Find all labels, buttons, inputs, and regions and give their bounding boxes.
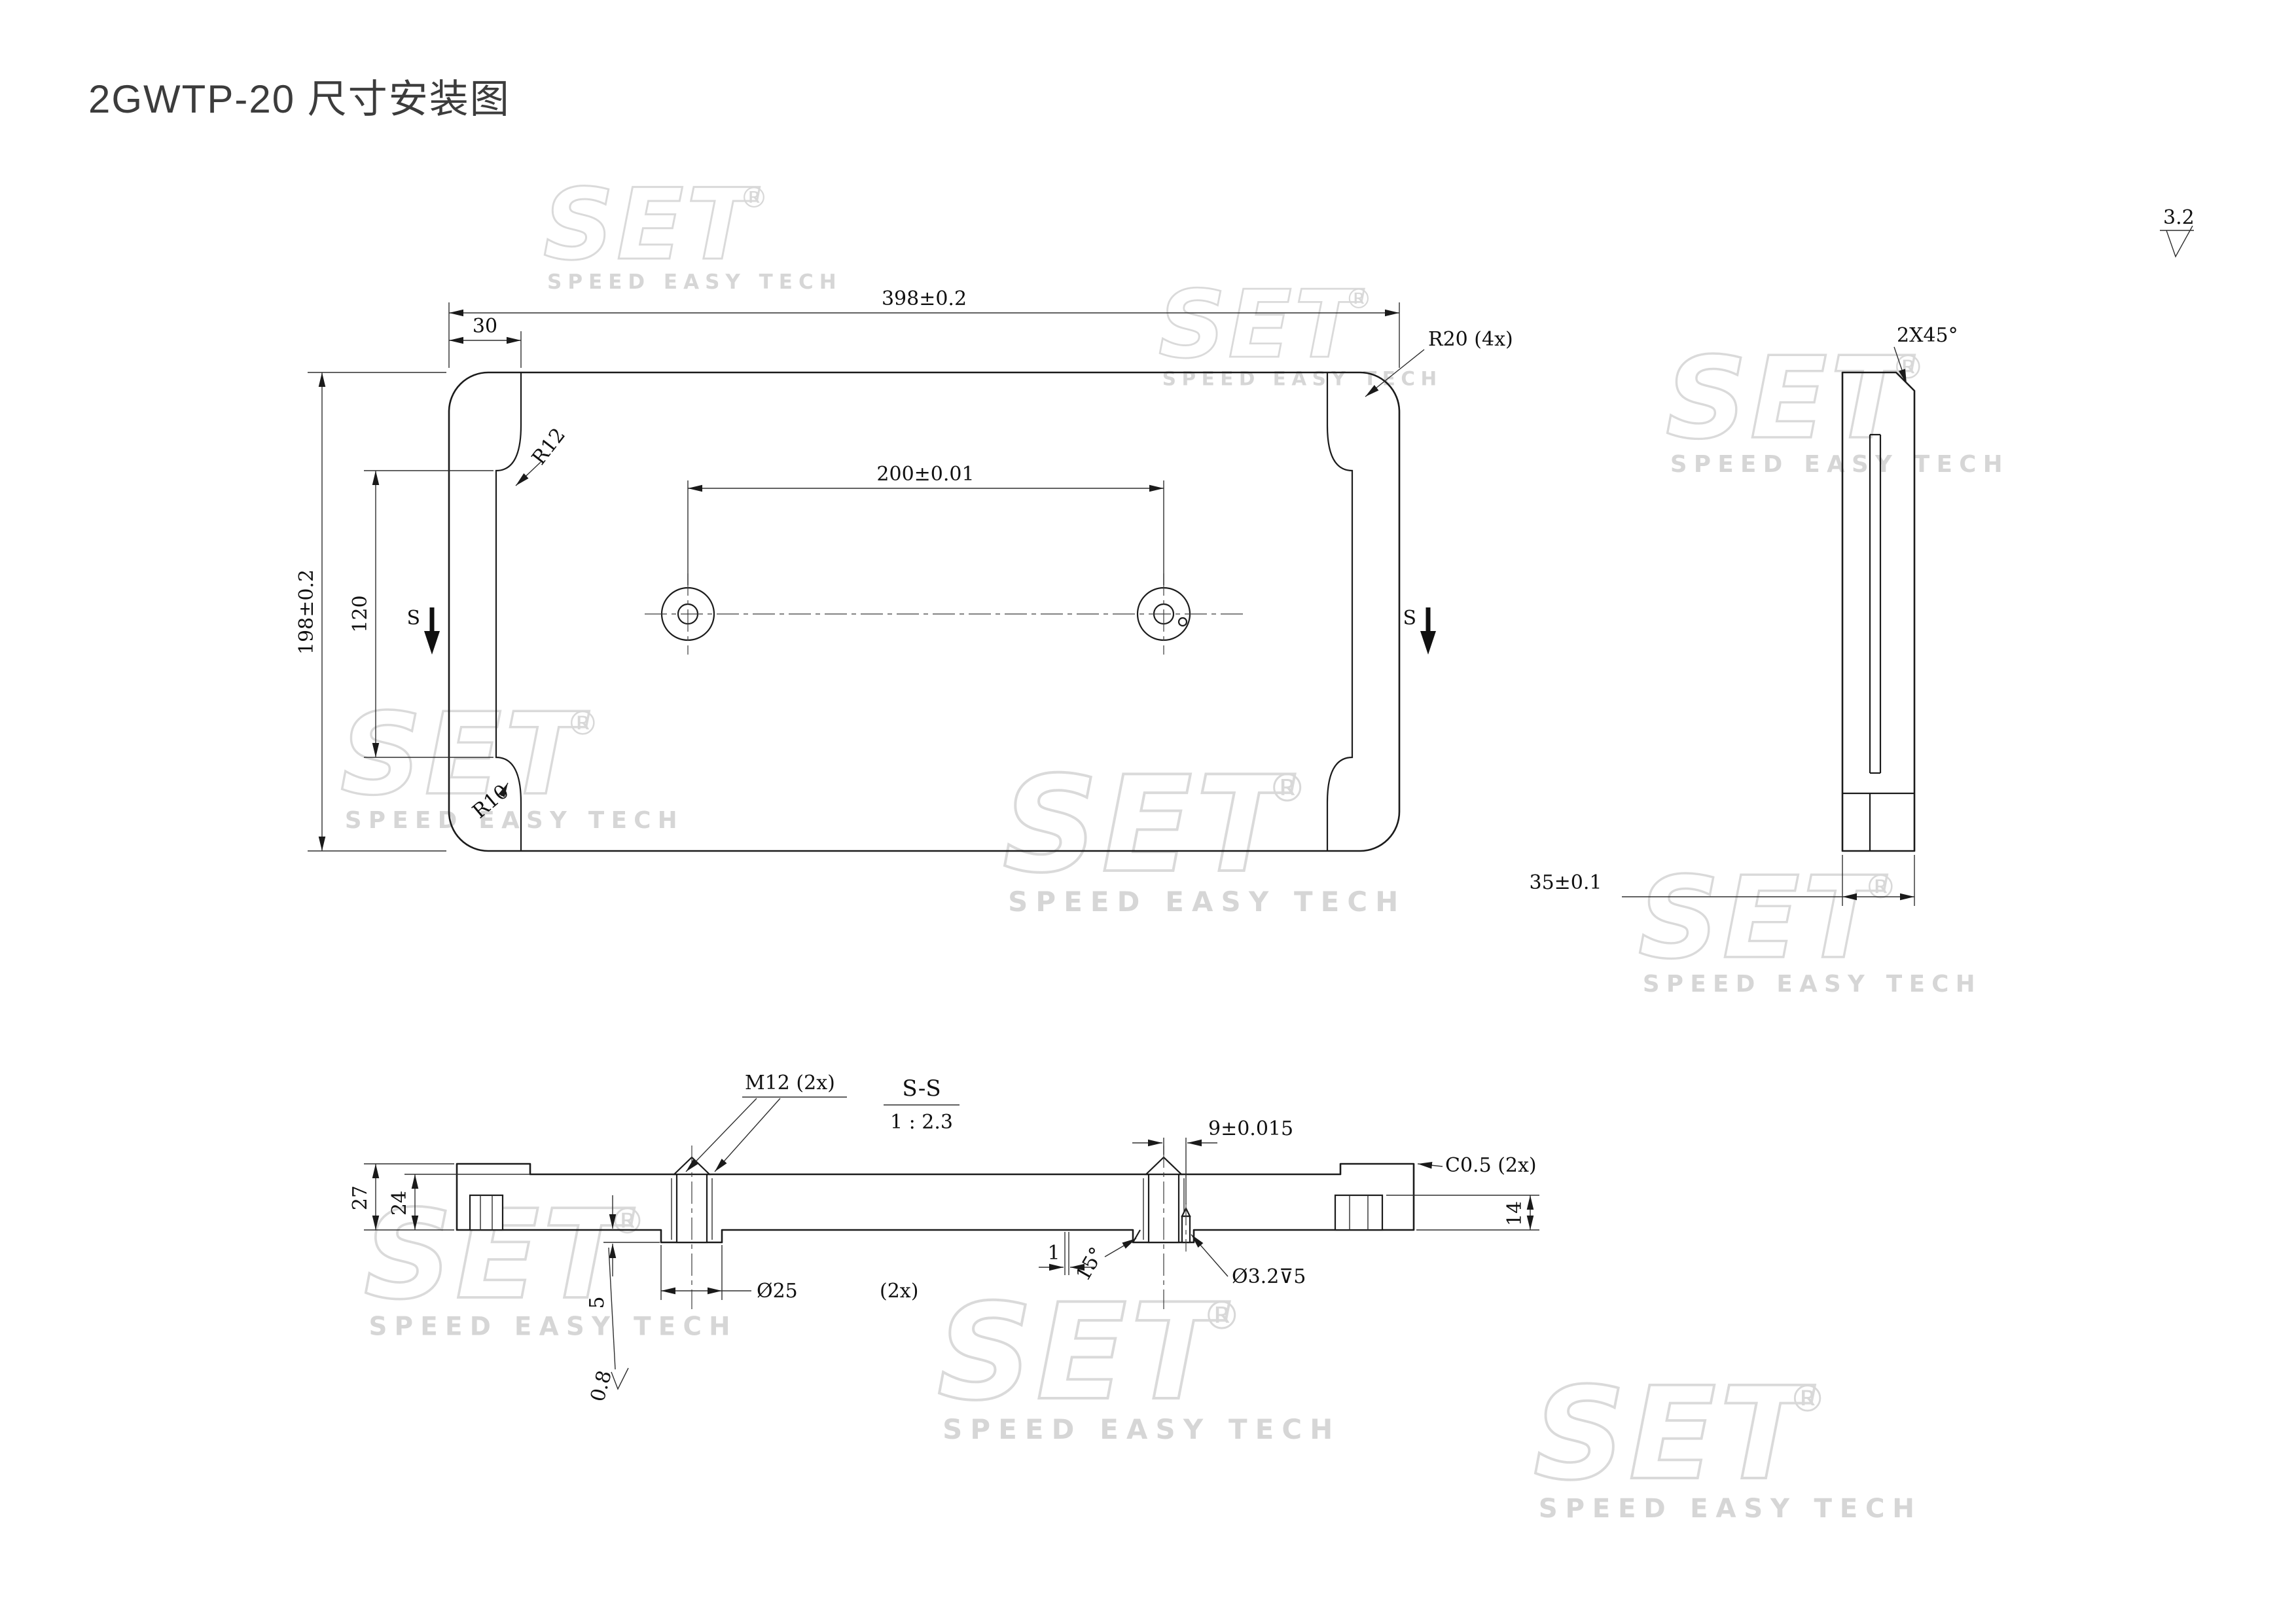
registered-icon: ® [1789, 1378, 1826, 1421]
page-title: 2GWTP-20 尺寸安装图 [88, 77, 511, 121]
surface-finish-symbol: 3.2 [2160, 206, 2195, 258]
section-title: S-S [902, 1075, 941, 1102]
dim-lip: 1 [1047, 1242, 1060, 1265]
watermark: SET ® SPEED EASY TECH [1637, 851, 1982, 998]
pin-hole [1177, 617, 1188, 627]
roughness-value: 0.8 [586, 1368, 617, 1404]
right-recess-contour [1326, 372, 1354, 851]
watermark-logo: SET [1158, 270, 1365, 379]
dim-chamfer: 2X45° [1897, 324, 1958, 347]
watermark: SET ® SPEED EASY TECH [1664, 331, 2009, 478]
watermark-logo: SET [543, 168, 760, 282]
dim-mid-thickness: 24 [388, 1191, 411, 1216]
watermark: SET ® SPEED EASY TECH [1532, 1358, 1922, 1524]
watermark: SET ® SPEED EASY TECH [936, 1274, 1340, 1445]
watermark-tagline: SPEED EASY TECH [547, 270, 842, 294]
watermark-logo: SET [1003, 748, 1295, 902]
watermark-tagline: SPEED EASY TECH [942, 1413, 1340, 1445]
registered-icon: ® [1268, 767, 1306, 812]
watermark-logo: SET [1666, 333, 1915, 464]
watermark-tagline: SPEED EASY TECH [369, 1312, 738, 1342]
side-view: 2X45° 35±0.1 [1529, 324, 1958, 906]
dim-edge-band: 30 [473, 315, 497, 338]
dim-height: 198±0.2 [295, 569, 318, 655]
registered-icon: ® [566, 704, 600, 742]
section-letter: S [1403, 607, 1416, 630]
dim-counterbore: Ø25 [757, 1280, 798, 1303]
section-arrow-icon [424, 631, 440, 655]
dim-fillet-top: R12 [528, 424, 570, 469]
registered-icon: ® [1202, 1294, 1241, 1339]
roughness-icon [611, 1367, 629, 1390]
watermark-tagline: SPEED EASY TECH [1162, 368, 1443, 390]
dim-pin-offset: 9±0.015 [1208, 1117, 1293, 1140]
dim-boss-height: 5 [586, 1296, 609, 1308]
section-letter: S [406, 607, 420, 630]
dim-pin-hole: Ø3.2⊽5 [1232, 1265, 1306, 1288]
watermark: SET ® SPEED EASY TECH [543, 168, 842, 295]
registered-icon: ® [1864, 867, 1897, 906]
roughness-icon [2160, 225, 2194, 258]
watermark: SET ® SPEED EASY TECH [339, 687, 684, 834]
dim-total-thickness: 27 [349, 1185, 372, 1210]
registered-icon: ® [609, 1200, 645, 1242]
surface-finish-value: 3.2 [2163, 206, 2195, 229]
registered-icon: ® [1345, 283, 1372, 315]
watermark: SET ® SPEED EASY TECH [1158, 270, 1443, 390]
watermark-tagline: SPEED EASY TECH [1670, 451, 2009, 478]
end-slot-left [469, 1194, 504, 1231]
watermark-tagline: SPEED EASY TECH [345, 807, 684, 834]
watermarks: SET ® SPEED EASY TECH SET ® SPEED EASY T… [339, 168, 2009, 1524]
dim-width: 398±0.2 [882, 287, 967, 310]
dim-corner-radius: R20 (4x) [1428, 328, 1513, 351]
dim-counterbore-qty: (2x) [880, 1280, 918, 1303]
left-recess-contour [495, 372, 522, 851]
section-mark-right: S [1403, 607, 1436, 655]
section-arrow-icon [1420, 631, 1436, 655]
dim-hole-spacing: 200±0.01 [876, 463, 974, 486]
dim-edge-chamfer: C0.5 (2x) [1445, 1154, 1537, 1177]
plate-outline [448, 371, 1401, 852]
watermark-logo: SET [1638, 852, 1888, 984]
watermark-logo: SET [340, 689, 590, 820]
watermark-tagline: SPEED EASY TECH [1539, 1493, 1922, 1524]
label-thread: M12 (2x) [745, 1072, 835, 1094]
side-outline [1841, 371, 1916, 852]
front-view [448, 371, 1401, 852]
dim-thickness: 35±0.1 [1529, 871, 1602, 894]
watermark-tagline: SPEED EASY TECH [1008, 886, 1406, 918]
section-mark-left: S [406, 607, 440, 655]
registered-icon: ® [740, 181, 768, 215]
dim-recess-height: 120 [349, 595, 372, 632]
end-slot-right [1334, 1194, 1384, 1231]
section-view-dimensions: M12 (2x) S-S 1 : 2.3 9±0.015 C0.5 (2x) 2… [349, 1072, 1539, 1404]
watermark-tagline: SPEED EASY TECH [1643, 971, 1982, 998]
section-view [456, 1146, 1415, 1309]
watermark-logo: SET [1534, 1360, 1815, 1508]
watermark: SET ® SPEED EASY TECH [1001, 746, 1406, 918]
section-scale: 1 : 2.3 [890, 1111, 953, 1134]
dim-end-thickness: 14 [1503, 1201, 1526, 1226]
watermark-logo: SET [937, 1275, 1230, 1430]
